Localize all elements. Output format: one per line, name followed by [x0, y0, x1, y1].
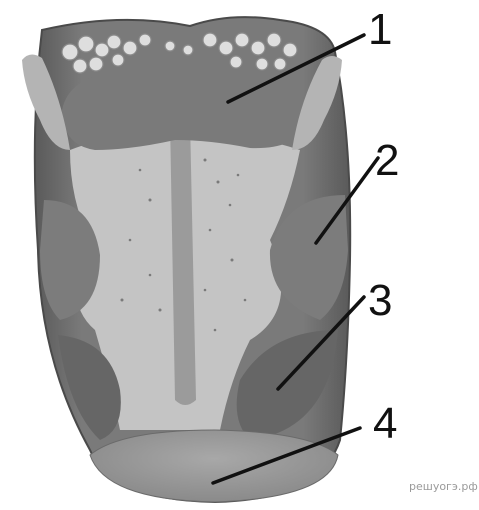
zone-1-back — [62, 68, 305, 151]
label-3: 3 — [368, 276, 392, 325]
zone-4-tip — [90, 430, 338, 502]
label-4: 4 — [373, 399, 397, 448]
label-1: 1 — [368, 5, 392, 54]
label-2: 2 — [375, 136, 399, 185]
watermark: решуогэ.рф — [409, 480, 478, 493]
